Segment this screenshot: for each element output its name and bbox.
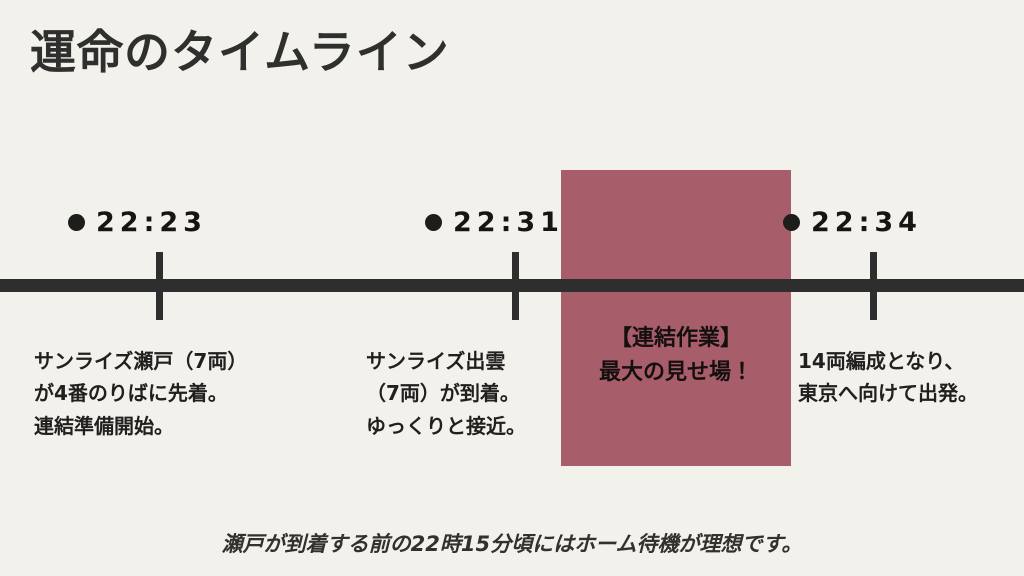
caption-1-line-2: が4番のりばに先着。 — [34, 381, 228, 406]
footer-note: 瀬戸が到着する前の22時15分頃にはホーム待機が理想です。 — [221, 532, 803, 556]
caption-3-line-1: 14両編成となり、 — [798, 349, 965, 373]
timeline-tick-2 — [512, 252, 519, 320]
highlight-band — [561, 170, 791, 466]
bullet-dot-icon — [68, 214, 85, 231]
timeline-caption-3: 14両編成となり、 東京へ向けて出発。 — [798, 345, 978, 410]
highlight-line-1: 【連結作業】 — [609, 326, 742, 351]
highlight-line-2: 最大の見せ場！ — [598, 360, 753, 386]
caption-3-line-2: 東京へ向けて出発。 — [798, 381, 978, 406]
timeline-marker-2: 22:31 — [425, 209, 564, 236]
highlight-band-label: 【連結作業】 最大の見せ場！ — [561, 322, 791, 390]
timeline-tick-1 — [156, 252, 163, 320]
caption-1-line-1: サンライズ瀬戸（7両） — [34, 349, 248, 373]
page-title: 運命のタイムライン — [30, 25, 450, 79]
timeline-time-1: 22:23 — [96, 207, 207, 238]
timeline-marker-3: 22:34 — [783, 209, 922, 236]
timeline-time-3: 22:34 — [811, 207, 922, 238]
timeline-caption-1: サンライズ瀬戸（7両） が4番のりばに先着。 連結準備開始。 — [34, 345, 247, 442]
timeline-marker-1: 22:23 — [68, 209, 207, 236]
timeline-tick-3 — [870, 252, 877, 320]
timeline-time-2: 22:31 — [453, 207, 564, 238]
caption-1-line-3: 連結準備開始。 — [34, 413, 174, 438]
caption-2-line-2: （7両）が到着。 — [366, 381, 520, 406]
bullet-dot-icon — [783, 214, 800, 231]
bullet-dot-icon — [425, 214, 442, 231]
caption-2-line-1: サンライズ出雲 — [366, 349, 506, 373]
timeline-caption-2: サンライズ出雲 （7両）が到着。 ゆっくりと接近。 — [366, 345, 526, 442]
caption-2-line-3: ゆっくりと接近。 — [366, 413, 526, 438]
